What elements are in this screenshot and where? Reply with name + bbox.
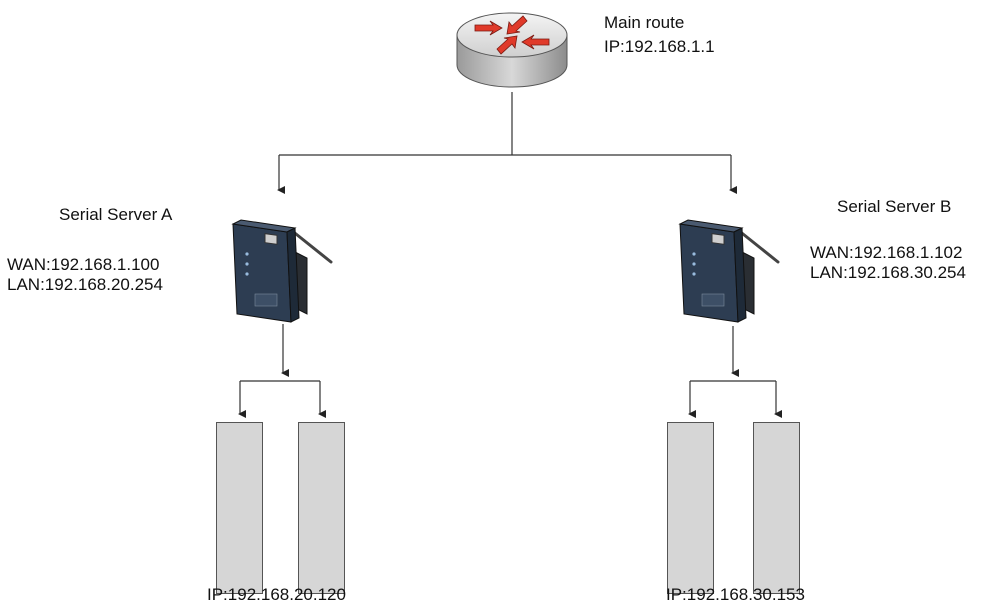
server-a-title: Serial Server A bbox=[59, 205, 173, 224]
server-b-title: Serial Server B bbox=[837, 197, 952, 216]
server-b-lan: LAN:192.168.30.254 bbox=[810, 263, 966, 282]
server-a-lan: LAN:192.168.20.254 bbox=[7, 275, 163, 294]
terminals-b-ip: IP:192.168.30.153 bbox=[666, 585, 805, 604]
terminals-a-ip: IP:192.168.20.120 bbox=[207, 585, 346, 604]
router-title: Main route bbox=[604, 13, 685, 32]
serial-server-b-icon bbox=[678, 219, 780, 323]
server-a-wan: WAN:192.168.1.100 bbox=[7, 255, 160, 274]
terminal-a1 bbox=[216, 422, 263, 594]
terminal-b2 bbox=[753, 422, 800, 594]
router-ip: IP:192.168.1.1 bbox=[604, 37, 715, 56]
terminal-a2 bbox=[298, 422, 345, 594]
serial-server-a-icon bbox=[231, 219, 333, 323]
server-b-wan: WAN:192.168.1.102 bbox=[810, 243, 963, 262]
router-icon bbox=[456, 12, 568, 88]
terminal-b1 bbox=[667, 422, 714, 594]
